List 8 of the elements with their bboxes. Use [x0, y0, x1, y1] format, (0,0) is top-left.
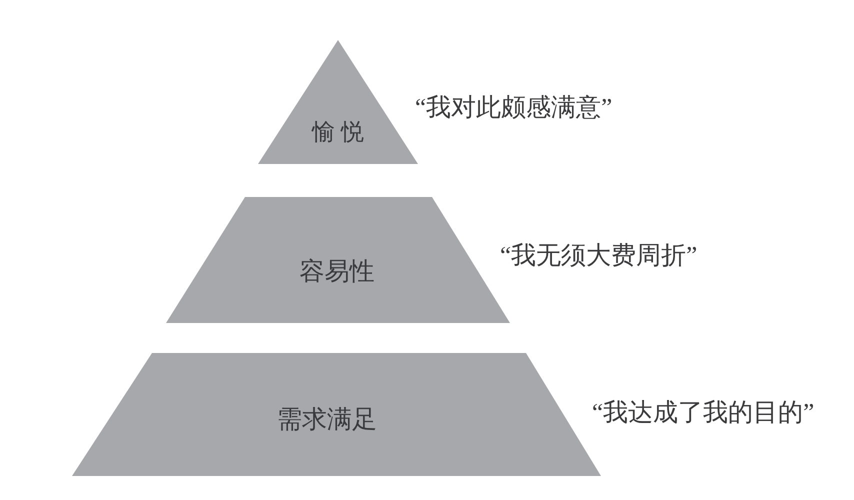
tier-label: 愉 悦 — [312, 120, 364, 144]
quote-text: “我达成了我的目的” — [592, 400, 814, 426]
quote-text: “我对此颇感满意” — [415, 96, 612, 120]
pyramid-top-triangle — [258, 40, 418, 164]
tier-label: 需求满足 — [277, 408, 377, 432]
pyramid-trapezoid — [166, 197, 510, 323]
tier-label: 容易性 — [300, 260, 374, 284]
quote-text: “我无须大费周折” — [500, 244, 698, 268]
